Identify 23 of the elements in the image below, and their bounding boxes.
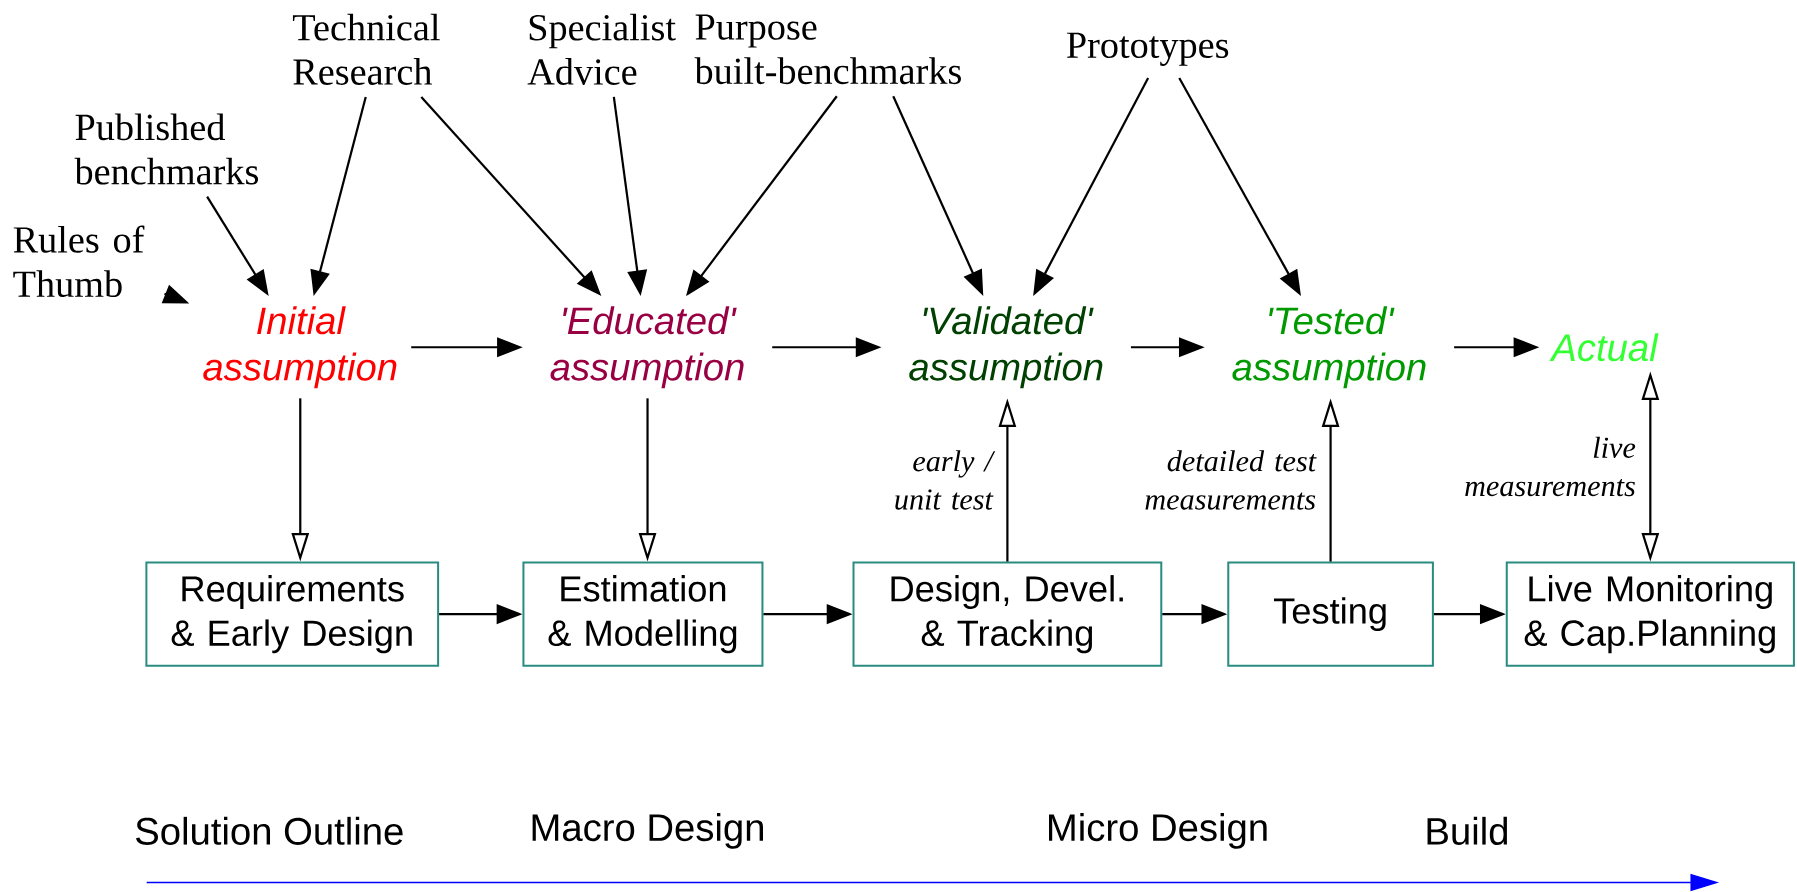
phase-label: Build [1427, 817, 1507, 846]
source-label: Specialist Advice [527, 13, 676, 86]
source-label: Published benchmarks [74, 113, 259, 185]
process-box: Live Monitoring & Cap.Planning [1505, 561, 1795, 667]
process-box: Testing [1227, 561, 1434, 667]
assumption-label: 'Validated' assumption [909, 306, 1103, 389]
process-box: Design, Devel. & Tracking [852, 561, 1163, 667]
source-label: Rules of Thumb [13, 225, 145, 298]
edge-label: early / unit test [895, 450, 996, 510]
assumption-label: 'Educated' assumption [550, 306, 744, 389]
edge-label: detailed test measurements [1145, 450, 1317, 510]
process-box: Requirements & Early Design [145, 561, 440, 667]
assumption-label: 'Tested' assumption [1232, 306, 1426, 389]
assumption-label: Initial assumption [203, 306, 397, 389]
source-label: Purpose built-benchmarks [694, 14, 961, 85]
phase-label: Macro Design [532, 813, 763, 849]
source-label: Prototypes [1066, 32, 1229, 67]
phase-label: Micro Design [1049, 813, 1267, 849]
phase-label: Solution Outline [136, 817, 403, 846]
source-label: Technical Research [292, 13, 440, 86]
process-box: Estimation & Modelling [522, 561, 764, 667]
edge-label: live measurements [1465, 436, 1636, 497]
assumption-label: Actual [1549, 333, 1659, 362]
